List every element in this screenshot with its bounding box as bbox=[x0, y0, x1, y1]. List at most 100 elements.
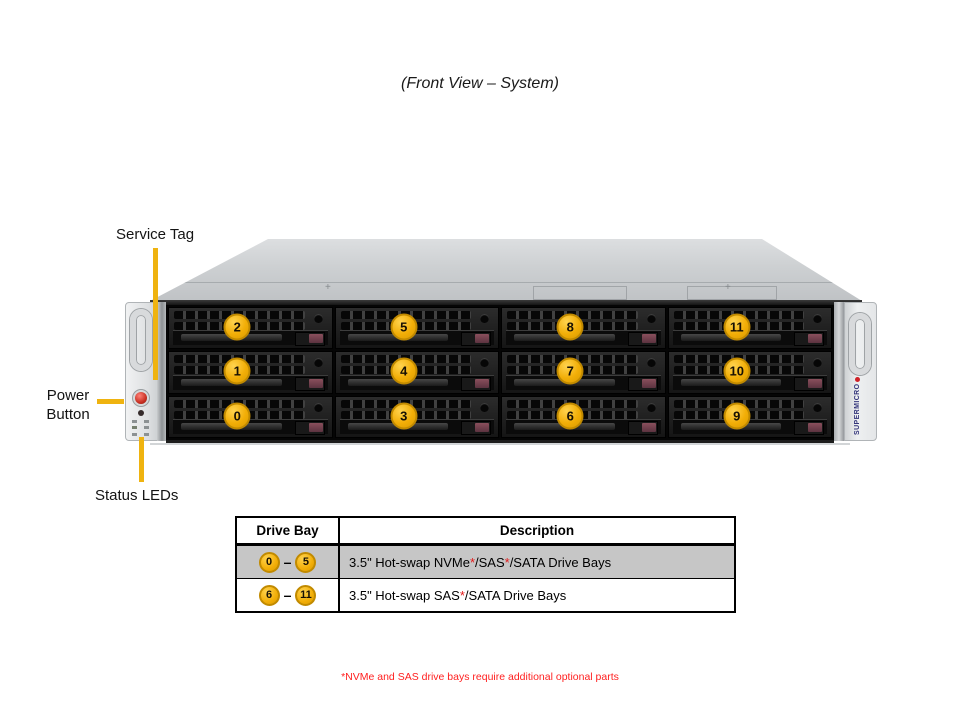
tray-latch-button bbox=[475, 422, 489, 432]
drive-bay-tray: 8 bbox=[501, 307, 666, 350]
drive-bay-number-badge: 9 bbox=[723, 402, 751, 430]
tray-latch-button bbox=[808, 422, 822, 432]
led-dot bbox=[144, 426, 149, 430]
left-rack-handle bbox=[130, 309, 152, 371]
right-rack-ear: SUPERMICRO bbox=[844, 302, 877, 441]
tray-vent-hole bbox=[813, 402, 822, 412]
table-header-drive-bay: Drive Bay bbox=[236, 517, 340, 546]
figure-title: (Front View – System) bbox=[401, 75, 559, 92]
chassis-bottom-frame bbox=[166, 440, 834, 443]
tray-vent-hole bbox=[813, 314, 822, 323]
power-button-illustration bbox=[135, 392, 147, 404]
drive-bay-number-badge: 5 bbox=[390, 313, 418, 341]
drive-bay-tray: 1 bbox=[168, 351, 333, 394]
footnote-asterisk: * bbox=[469, 554, 475, 570]
tray-vent-hole bbox=[480, 314, 489, 323]
right-rack-handle bbox=[849, 313, 871, 375]
led-dot bbox=[144, 432, 149, 436]
label-power-button: Power Button bbox=[36, 386, 100, 424]
tray-latch-button bbox=[308, 378, 323, 388]
tray-handle-bar bbox=[506, 418, 661, 435]
bay-range-cell: 6–11 bbox=[236, 578, 340, 612]
drive-bay-tray: 7 bbox=[501, 351, 666, 394]
tray-vent-hole bbox=[313, 358, 323, 368]
lid-panel-line bbox=[165, 282, 847, 283]
description-text: 3.5" Hot-swap SAS bbox=[349, 587, 460, 603]
chassis-top-lid: + + bbox=[150, 239, 862, 301]
tray-release-latch bbox=[794, 376, 824, 391]
tray-release-latch bbox=[294, 376, 325, 391]
service-tag-strip bbox=[157, 302, 166, 441]
drive-bay-tray: 10 bbox=[667, 351, 832, 394]
tray-release-latch bbox=[294, 332, 325, 347]
tray-handle-bar bbox=[173, 330, 328, 347]
tray-handle-bar bbox=[506, 330, 661, 347]
chassis-right-strip bbox=[834, 302, 844, 441]
drive-bay-number-badge: 4 bbox=[390, 357, 418, 385]
description-text: /SATA Drive Bays bbox=[509, 554, 612, 570]
reset-button-illustration bbox=[138, 410, 144, 416]
drive-bay-number-badge: 0 bbox=[223, 402, 251, 430]
tray-release-latch bbox=[627, 420, 658, 435]
tray-vent-hole bbox=[313, 402, 323, 412]
lid-latch-recess bbox=[533, 286, 627, 300]
footnote-asterisk: * bbox=[459, 587, 465, 603]
bay-range-start-badge: 6 bbox=[258, 584, 280, 606]
status-leds-pointer-line bbox=[139, 437, 144, 482]
drive-bay-number-badge: 3 bbox=[390, 402, 418, 430]
drive-bay-tray: 11 bbox=[667, 307, 832, 350]
label-power-line1: Power bbox=[46, 387, 90, 404]
footnote-asterisk: * bbox=[504, 554, 510, 570]
tray-vent-hole bbox=[646, 358, 656, 368]
drive-bay-tray: 6 bbox=[501, 395, 666, 438]
drive-bay-tray: 5 bbox=[334, 307, 499, 350]
drive-bay-tray: 9 bbox=[667, 395, 832, 438]
tray-release-latch bbox=[794, 420, 824, 435]
label-status-leds: Status LEDs bbox=[95, 487, 179, 504]
tray-latch-button bbox=[308, 422, 323, 432]
table-header-description: Description bbox=[339, 517, 735, 546]
tray-handle-bar bbox=[173, 374, 328, 391]
drive-bay-table: Drive Bay Description 0–5 3.5" Hot-swap N… bbox=[235, 516, 736, 613]
drive-bay-number-badge: 8 bbox=[556, 313, 584, 341]
drive-bay-tray: 0 bbox=[168, 395, 333, 438]
screw-icon: + bbox=[725, 282, 731, 293]
brand-dot-icon bbox=[855, 376, 860, 382]
range-dash: – bbox=[283, 554, 292, 570]
tray-handle-bar bbox=[339, 374, 494, 391]
description-text: /SAS bbox=[475, 554, 505, 570]
tray-latch-button bbox=[308, 334, 323, 344]
drive-bay-number-badge: 1 bbox=[223, 357, 251, 385]
tray-handle-bar bbox=[672, 330, 827, 347]
drive-bay-number-badge: 7 bbox=[556, 357, 584, 385]
tray-vent-hole bbox=[646, 402, 656, 412]
tray-handle-bar bbox=[506, 374, 661, 391]
tray-latch-button bbox=[641, 334, 656, 344]
drive-bay-number-badge: 10 bbox=[723, 357, 751, 385]
drive-bay-number-badge: 2 bbox=[223, 313, 251, 341]
led-dot bbox=[132, 432, 137, 436]
tray-release-latch bbox=[294, 420, 325, 435]
range-dash: – bbox=[283, 587, 292, 603]
tray-vent-hole bbox=[480, 402, 489, 412]
bay-range-start-badge: 0 bbox=[258, 551, 280, 573]
bay-range-cell: 0–5 bbox=[236, 544, 340, 579]
bay-range-end-badge: 11 bbox=[295, 584, 317, 606]
led-dot bbox=[144, 420, 149, 423]
drive-bay-number-badge: 11 bbox=[723, 313, 751, 341]
description-text: 3.5" Hot-swap NVMe bbox=[349, 554, 470, 570]
tray-latch-button bbox=[475, 378, 489, 388]
bay-range-end-badge: 5 bbox=[295, 551, 317, 573]
brand-text: SUPERMICRO bbox=[854, 383, 861, 435]
drive-bay-tray: 4 bbox=[334, 351, 499, 394]
tray-handle-bar bbox=[339, 330, 494, 347]
tray-vent-hole bbox=[646, 314, 656, 323]
tray-release-latch bbox=[461, 332, 491, 347]
tray-release-latch bbox=[461, 376, 491, 391]
tray-latch-button bbox=[641, 422, 656, 432]
